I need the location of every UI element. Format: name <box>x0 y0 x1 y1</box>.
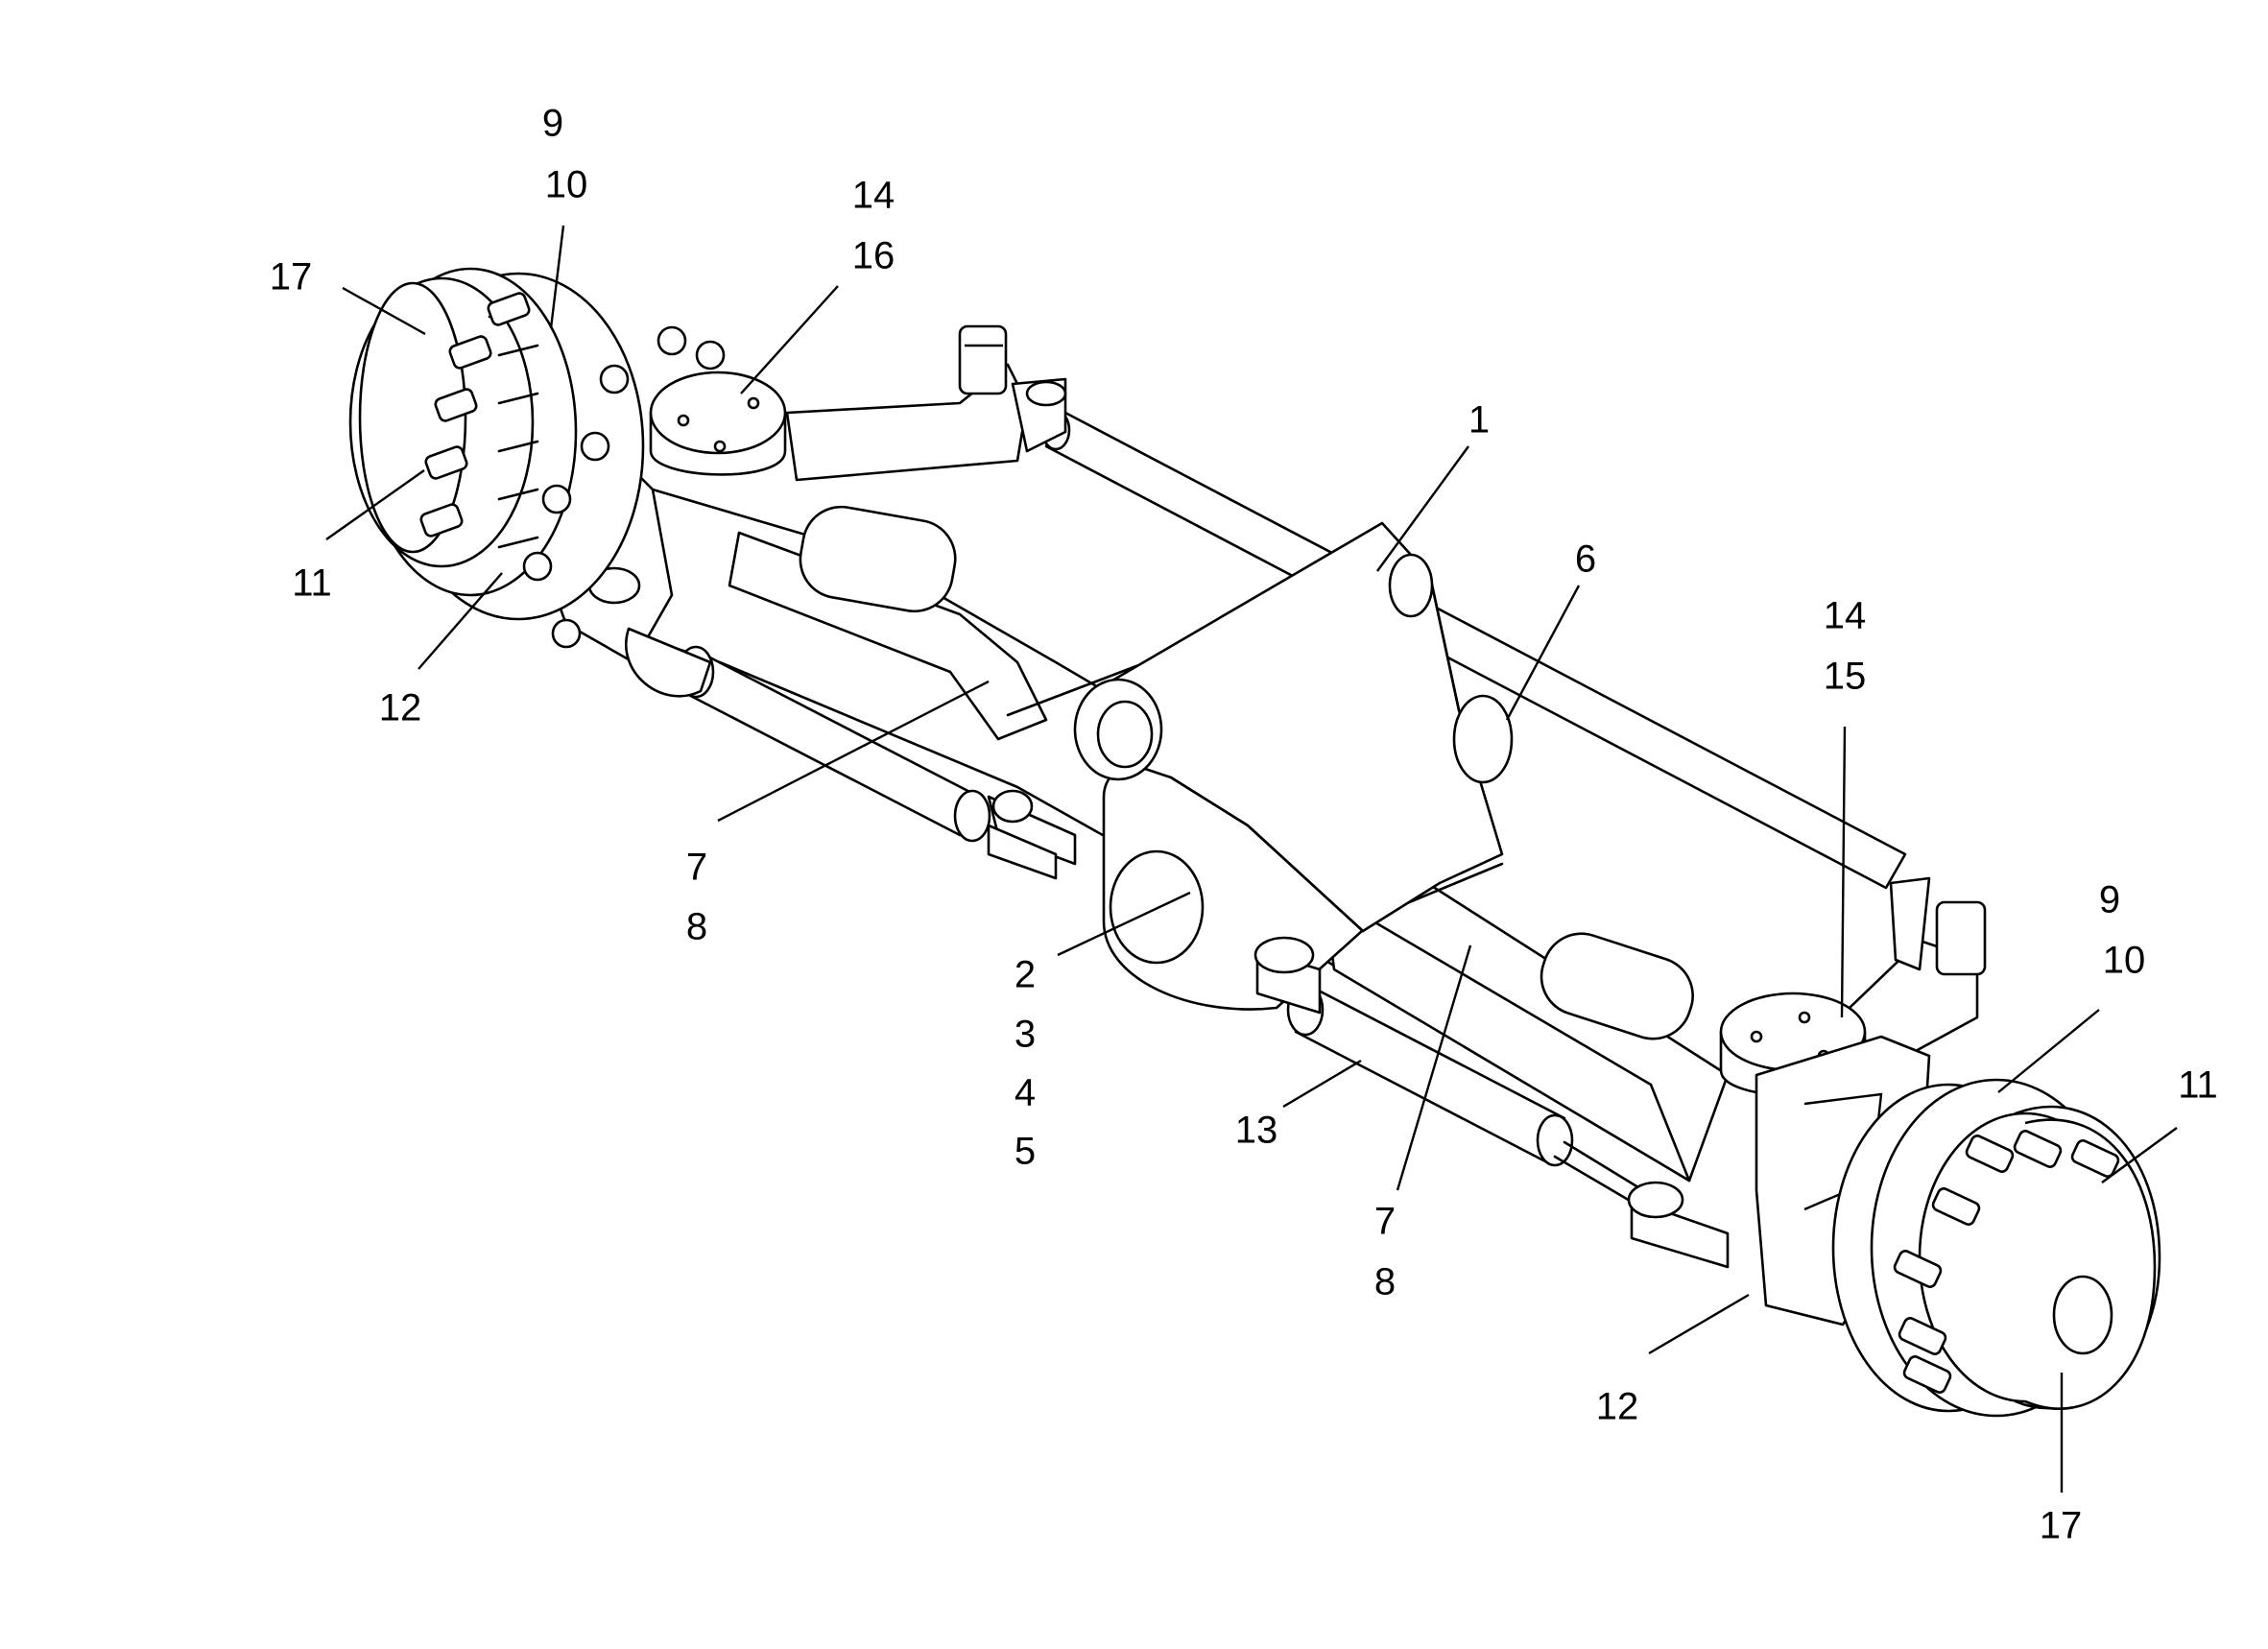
callout-12-left: 12 <box>379 687 422 729</box>
callout-labels: 1 6 9 10 17 14 16 11 12 7 8 2 3 4 5 13 7… <box>270 103 2218 1547</box>
callout-9-left: 9 <box>542 103 563 145</box>
leader-2-5 <box>1057 891 1191 957</box>
leader-11-left <box>325 469 425 540</box>
leader-12-left <box>418 572 503 670</box>
callout-16-left: 16 <box>852 235 895 277</box>
callout-11-left: 11 <box>292 562 332 605</box>
axle-illustration <box>348 267 2161 1418</box>
callout-9-right: 9 <box>2099 879 2120 921</box>
hub-bolts-left <box>522 325 726 649</box>
callout-14-left: 14 <box>852 175 895 217</box>
leader-13 <box>1282 1059 1362 1109</box>
callout-5: 5 <box>1015 1131 1036 1173</box>
callout-17-right: 17 <box>2040 1505 2083 1547</box>
kingpin-cap-left <box>649 370 787 476</box>
wheel-studs-left <box>419 292 531 538</box>
leader-9-10-right <box>1997 1009 2100 1093</box>
callout-11-right: 11 <box>2178 1064 2218 1107</box>
callout-7-right: 7 <box>1374 1201 1396 1243</box>
wheel-hub-left <box>348 267 726 649</box>
callout-4: 4 <box>1015 1072 1036 1114</box>
callout-3: 3 <box>1015 1014 1036 1056</box>
leader-17-left <box>342 286 426 336</box>
wheel-hub-right <box>1831 1078 2161 1418</box>
callout-1: 1 <box>1468 399 1490 442</box>
callout-17-left: 17 <box>270 256 313 299</box>
callout-13: 13 <box>1235 1110 1278 1152</box>
callout-14-right: 14 <box>1824 595 1867 637</box>
callout-10-right: 10 <box>2103 940 2146 982</box>
steering-cylinder-left <box>677 645 1077 880</box>
leader-7-8-left <box>717 680 990 823</box>
leader-12-right <box>1648 1293 1750 1355</box>
leader-14-15-right <box>1840 726 1847 1018</box>
steering-cylinder-right <box>1253 936 1730 1269</box>
leader-1 <box>1376 445 1469 572</box>
steering-arm-left <box>785 324 1067 482</box>
callout-6: 6 <box>1575 538 1596 581</box>
callout-2: 2 <box>1015 954 1036 996</box>
callout-10-left: 10 <box>545 164 588 206</box>
oscillation-cradle <box>1073 521 1514 933</box>
leader-14-16-left <box>740 285 839 394</box>
leader-lines <box>325 225 2178 1493</box>
callout-8-right: 8 <box>1374 1261 1396 1303</box>
wheel-studs-right <box>1893 1130 2120 1394</box>
callout-7-left: 7 <box>686 847 707 889</box>
callout-12-right: 12 <box>1596 1386 1639 1428</box>
leader-9-10-left <box>549 225 565 329</box>
callout-8-left: 8 <box>686 906 707 948</box>
callout-15-right: 15 <box>1824 656 1867 698</box>
leader-11-right <box>2101 1127 2178 1183</box>
leader-6 <box>1505 585 1581 721</box>
leader-7-8-right <box>1396 944 1472 1191</box>
